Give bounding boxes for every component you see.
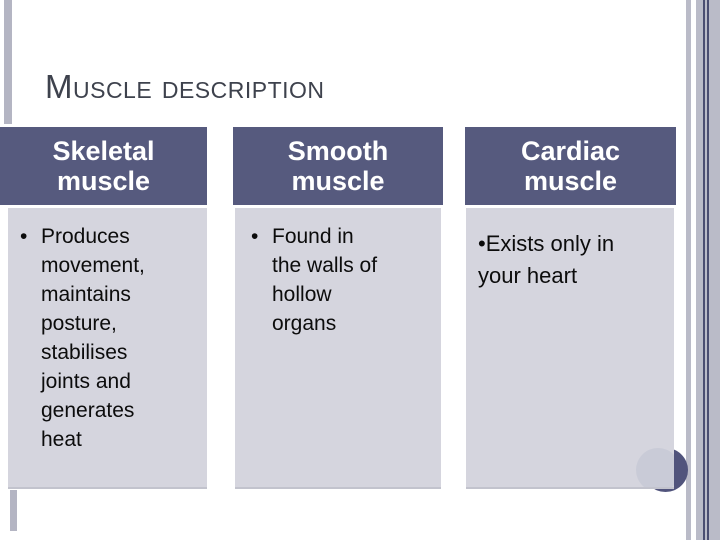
right-edge-line-1: [703, 0, 705, 540]
bullet-icon: •: [251, 225, 259, 248]
left-edge-bar-top: [4, 0, 12, 124]
right-edge-line-2: [707, 0, 709, 540]
left-edge-bar-bottom: [10, 490, 17, 531]
bullet-list-item: • Produces movement, maintains posture, …: [8, 208, 207, 454]
column-header-skeletal-label: Skeletal muscle: [52, 136, 155, 196]
bullet-icon: •: [20, 225, 28, 248]
bullet-text-smooth: Found in the walls of hollow organs: [272, 225, 378, 335]
bullet-icon: •: [478, 231, 486, 256]
column-body-smooth: • Found in the walls of hollow organs: [235, 208, 441, 489]
page-number-ornament-light-circle: [636, 448, 674, 487]
column-header-cardiac: Cardiac muscle: [465, 127, 676, 205]
bullet-text-skeletal: Produces movement, maintains posture, st…: [41, 225, 145, 451]
bullet-list-item: •Exists only in your heart: [466, 208, 674, 292]
right-edge-stripe-inner: [696, 0, 720, 540]
column-body-skeletal: • Produces movement, maintains posture, …: [8, 208, 207, 489]
column-header-skeletal: Skeletal muscle: [0, 127, 207, 205]
bullet-list-item: • Found in the walls of hollow organs: [235, 208, 441, 338]
slide-title: Muscle description: [45, 68, 325, 105]
column-header-smooth-label: Smooth muscle: [287, 136, 389, 196]
column-header-cardiac-label: Cardiac muscle: [520, 136, 621, 196]
column-header-smooth: Smooth muscle: [233, 127, 443, 205]
bullet-text-cardiac: Exists only in your heart: [478, 231, 615, 288]
column-body-cardiac: •Exists only in your heart: [466, 208, 674, 489]
right-edge-stripe-outer: [686, 0, 691, 540]
